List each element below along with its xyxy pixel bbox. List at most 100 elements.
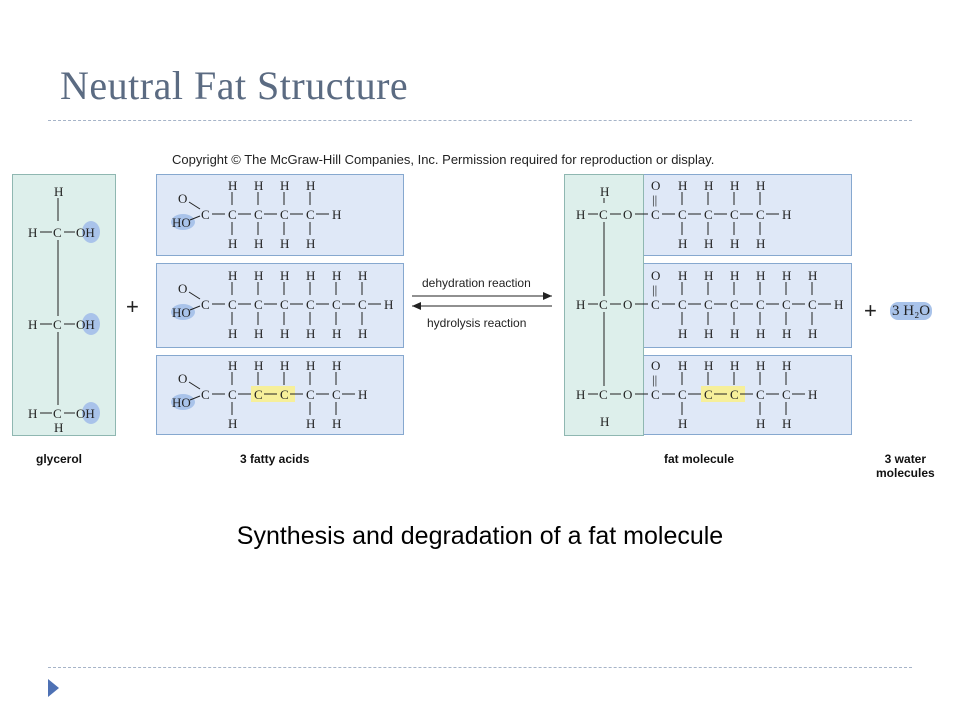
atom-h: H	[678, 326, 688, 341]
oh-highlight	[171, 304, 195, 320]
atom-h: H	[678, 416, 688, 431]
atom-h: H	[756, 268, 766, 283]
glycerol-label: glycerol	[36, 452, 83, 466]
hydroxyl-group: HO	[172, 395, 191, 410]
atom-h: H	[280, 326, 290, 341]
fatty-acid-box-2	[156, 263, 404, 348]
atom-c: C	[306, 297, 315, 312]
carbonyl-oxygen: O	[651, 178, 661, 193]
atom-h: H	[756, 358, 766, 373]
atom-h: H	[834, 297, 844, 312]
atom-c: C	[332, 387, 341, 402]
atom-o: O	[178, 191, 188, 206]
atom-h: H	[358, 387, 368, 402]
copyright-notice: Copyright © The McGraw-Hill Companies, I…	[172, 152, 715, 167]
atom-h: H	[808, 387, 818, 402]
atom-h: H	[54, 420, 64, 435]
atom-h: H	[730, 358, 740, 373]
atom-c: C	[280, 297, 289, 312]
atom-h: H	[254, 268, 264, 283]
atom-h: H	[28, 225, 38, 240]
atom-h: H	[704, 326, 714, 341]
plus-sign-right: +	[864, 298, 877, 323]
atom-h: H	[358, 268, 368, 283]
atom-h: H	[576, 387, 586, 402]
dehydration-label: dehydration reaction	[422, 276, 531, 290]
atom-h: H	[28, 317, 38, 332]
double-bond: ||	[652, 372, 658, 387]
atom-c: C	[53, 317, 62, 332]
atom-c: C	[730, 297, 739, 312]
atom-h: H	[306, 178, 316, 193]
atom-h: H	[280, 268, 290, 283]
atom-c: C	[730, 207, 739, 222]
atom-h: H	[358, 326, 368, 341]
atom-h: H	[228, 178, 238, 193]
atom-c: C	[254, 387, 263, 402]
atom-c: C	[678, 387, 687, 402]
atom-h: H	[782, 268, 792, 283]
atom-c: C	[306, 387, 315, 402]
bond-line	[189, 305, 201, 311]
bond-line	[189, 215, 201, 221]
atom-h: H	[782, 207, 792, 222]
atom-h: H	[332, 358, 342, 373]
atom-c: C	[254, 207, 263, 222]
atom-c: C	[651, 297, 660, 312]
atom-h: H	[280, 236, 290, 251]
atom-c: C	[280, 387, 289, 402]
atom-o: O	[623, 387, 633, 402]
glycerol-box	[12, 174, 116, 436]
double-bond: ||	[652, 192, 658, 207]
atom-c: C	[254, 297, 263, 312]
fatty-acid-box-1	[156, 174, 404, 256]
atom-c: C	[599, 387, 608, 402]
atom-o: O	[178, 371, 188, 386]
hydroxyl-group: HO	[172, 215, 191, 230]
atom-h: H	[704, 236, 714, 251]
atom-h: H	[306, 268, 316, 283]
atom-h: H	[808, 268, 818, 283]
plus-sign-left: +	[126, 294, 139, 319]
atom-h: H	[730, 268, 740, 283]
atom-h: H	[254, 326, 264, 341]
atom-h: H	[782, 358, 792, 373]
hydroxyl-group: OH	[76, 406, 95, 421]
atom-c: C	[704, 297, 713, 312]
atom-c: C	[599, 297, 608, 312]
atom-c: C	[782, 387, 791, 402]
atom-h: H	[730, 326, 740, 341]
atom-h: H	[576, 207, 586, 222]
bond-line	[188, 381, 201, 390]
fat-molecule-label: fat molecule	[664, 452, 735, 466]
atom-h: H	[332, 207, 342, 222]
water-formula: 3 H₂O	[890, 302, 933, 320]
oh-highlight	[82, 221, 100, 243]
atom-h: H	[384, 297, 394, 312]
atom-h: H	[600, 184, 610, 199]
bond-line	[188, 291, 201, 300]
atom-c: C	[201, 387, 210, 402]
water-molecules-label: 3 water molecules	[876, 452, 935, 480]
atom-h: H	[756, 416, 766, 431]
atom-o: O	[623, 297, 633, 312]
atom-h: H	[678, 268, 688, 283]
atom-c: C	[228, 297, 237, 312]
atom-h: H	[756, 326, 766, 341]
fatty-acids-label: 3 fatty acids	[240, 452, 310, 466]
bond-line	[189, 395, 201, 401]
oh-highlight	[171, 394, 195, 410]
atom-h: H	[332, 268, 342, 283]
atom-c: C	[306, 207, 315, 222]
atom-h: H	[730, 236, 740, 251]
atom-h: H	[306, 358, 316, 373]
slide-title: Neutral Fat Structure	[60, 63, 409, 108]
atom-c: C	[599, 207, 608, 222]
atom-c: C	[678, 207, 687, 222]
atom-o: O	[178, 281, 188, 296]
atom-c: C	[782, 297, 791, 312]
slide-caption: Synthesis and degradation of a fat molec…	[236, 522, 724, 550]
atom-c: C	[704, 207, 713, 222]
